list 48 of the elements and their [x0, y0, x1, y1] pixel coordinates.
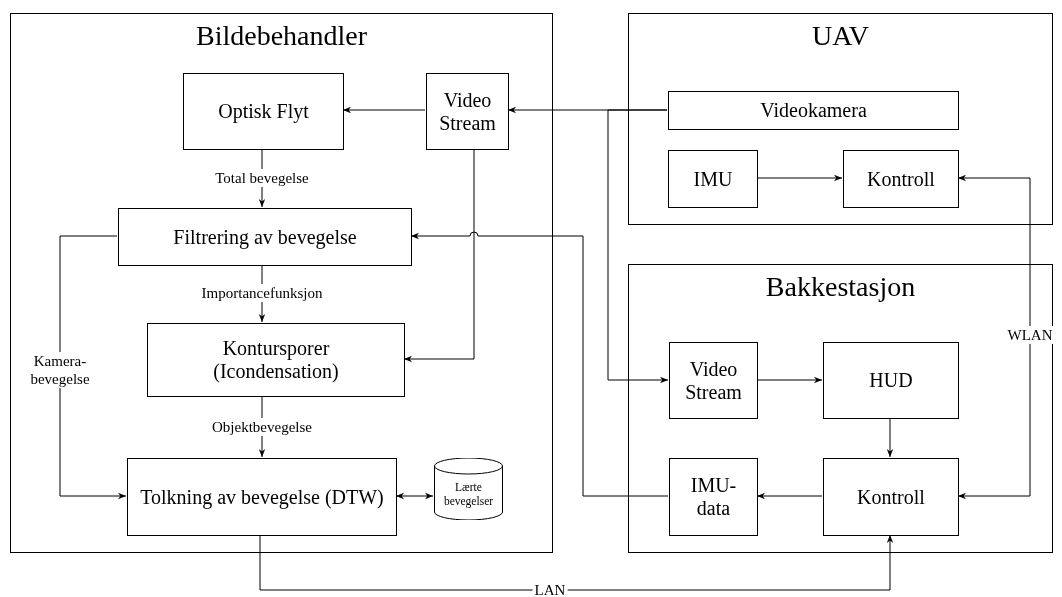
process-box: [669, 458, 758, 536]
process-box: [127, 458, 397, 536]
arrow: [410, 231, 669, 497]
process-box: [426, 73, 509, 150]
arrow: [756, 174, 843, 182]
group-box: [628, 264, 1053, 553]
box-label: Kontroll: [857, 485, 925, 509]
box-label: Video Stream: [684, 357, 743, 404]
process-box: [668, 91, 959, 130]
process-box: [183, 73, 344, 150]
group-title: Bakkestasjon: [764, 271, 917, 303]
group-title: UAV: [810, 20, 871, 52]
storage-label: Lærte bevegelser: [442, 481, 495, 509]
process-box: [668, 150, 758, 208]
arrow: [957, 174, 1031, 500]
box-label: IMU: [693, 167, 733, 191]
box-label: Tolkning av bevegelse (DTW): [139, 485, 385, 509]
edge-label: Importancefunksjon: [199, 284, 325, 302]
group-box: [628, 13, 1053, 225]
box-label: HUD: [869, 369, 913, 392]
process-box: [843, 150, 959, 208]
box-label: IMU-data: [689, 474, 738, 520]
database-cylinder: [434, 458, 503, 520]
process-box: [147, 323, 405, 397]
process-box: [669, 342, 758, 419]
edge-label: Objektbevegelse: [210, 418, 314, 436]
arrow: [607, 109, 669, 384]
box-label: Optisk Flyt: [218, 100, 309, 123]
box-label: Video Stream: [438, 88, 497, 135]
arrow: [342, 106, 426, 114]
edge-label: WLAN: [1005, 326, 1055, 344]
arrow: [756, 376, 823, 384]
box-label: Filtrering av bevegelse: [173, 225, 357, 249]
box-label: Kontroll: [867, 167, 935, 191]
box-label: Videokamera: [760, 99, 867, 122]
group-box: [10, 13, 553, 553]
arrow: [259, 534, 894, 591]
arrow: [886, 417, 894, 458]
arrow: [403, 148, 475, 363]
edge-label: Total bevegelse: [213, 169, 311, 187]
arrow: [756, 492, 823, 500]
box-label: Kontursporer (Icondensation): [212, 337, 340, 383]
group-title: Bildebehandler: [194, 20, 369, 52]
process-box: [118, 208, 412, 266]
process-box: [823, 458, 959, 536]
process-box: [823, 342, 959, 419]
arrow: [59, 235, 127, 500]
arrow: [395, 492, 434, 500]
